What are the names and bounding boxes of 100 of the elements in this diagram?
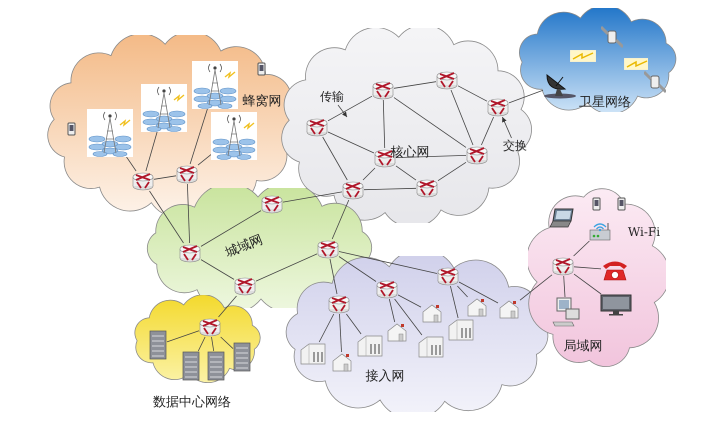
network-link [394, 97, 466, 148]
network-link [396, 166, 416, 180]
router-icon [328, 294, 350, 314]
router-icon [179, 243, 201, 263]
server-rack-icon [182, 351, 200, 381]
network-link [574, 266, 602, 270]
router-icon [466, 145, 488, 165]
network-label: 蜂窝网 [242, 93, 282, 110]
network-link [200, 259, 234, 280]
network-link [187, 184, 190, 244]
network-link [563, 276, 566, 298]
network-link [328, 132, 374, 154]
server-rack-icon [233, 342, 251, 372]
router-icon [372, 80, 394, 100]
server-rack-icon [207, 351, 225, 381]
network-label: 核心网 [390, 144, 430, 161]
server-rack-icon [149, 330, 167, 360]
network-link [200, 210, 262, 247]
network-link [364, 188, 416, 190]
network-link [256, 254, 318, 282]
building-icon [299, 342, 327, 366]
callout-label: 交换 [503, 138, 527, 154]
building-icon [356, 334, 384, 358]
base-station-icon [141, 84, 187, 132]
network-link [328, 96, 372, 122]
network-link [211, 336, 214, 352]
network-label: 城域网 [222, 231, 266, 262]
network-link [166, 330, 200, 342]
building-icon [417, 335, 445, 359]
network-link [457, 286, 468, 298]
network-link [458, 282, 498, 304]
router-icon [261, 194, 283, 214]
arrow [338, 104, 348, 118]
network-link [450, 90, 474, 146]
network-link [394, 81, 436, 89]
base-station-icon [87, 109, 133, 157]
network-link [332, 200, 350, 240]
network-link [198, 336, 206, 352]
laptop-icon [549, 208, 575, 228]
network-link [520, 274, 552, 301]
network-link [481, 116, 494, 146]
network-link [154, 175, 176, 180]
network-link [398, 294, 422, 308]
network-link [126, 156, 136, 172]
router-icon [306, 117, 328, 137]
router-icon [437, 266, 459, 286]
house-icon [421, 303, 443, 323]
network-link [149, 190, 184, 244]
network-link [458, 85, 488, 102]
router-icon [487, 97, 509, 117]
house-icon [498, 299, 520, 319]
network-link [330, 258, 338, 294]
router-icon [436, 70, 458, 90]
base-station-icon [211, 112, 257, 160]
network-label: 局域网 [564, 338, 602, 355]
network-link [346, 314, 362, 334]
house-icon [386, 322, 408, 342]
network-link [146, 132, 158, 172]
network-link [282, 192, 342, 202]
network-link [338, 256, 376, 282]
network-link [220, 336, 234, 349]
network-link [450, 286, 458, 318]
network-link [318, 314, 334, 342]
network-link [438, 162, 466, 182]
router-icon [416, 178, 438, 198]
network-link [388, 298, 396, 322]
router-icon [234, 276, 256, 296]
telephone-icon [601, 259, 629, 281]
network-link [396, 155, 466, 158]
network-link [508, 90, 544, 104]
network-link [574, 274, 602, 294]
network-link [573, 240, 590, 256]
wifi-label: Wi-Fi [628, 225, 660, 239]
network-link [362, 168, 376, 180]
network-link [339, 314, 342, 352]
network-label: 数据中心网络 [153, 394, 231, 411]
network-link [322, 136, 348, 180]
network-label: 接入网 [366, 368, 404, 385]
building-icon [447, 318, 475, 342]
router-icon [317, 239, 339, 259]
network-link [382, 100, 386, 148]
base-station-icon [192, 61, 238, 109]
network-link [338, 251, 438, 274]
callout-label: 传输 [320, 88, 344, 106]
network-link [218, 296, 237, 318]
router-icon [132, 171, 154, 191]
network-link [190, 108, 208, 164]
router-icon [342, 180, 364, 200]
router-icon [552, 256, 574, 276]
router-icon [199, 317, 221, 337]
house-icon [331, 352, 353, 372]
desktop-computer-icon [552, 297, 580, 327]
wifi-router-icon [589, 221, 611, 241]
house-icon [466, 297, 488, 317]
monitor-icon [600, 294, 632, 316]
network-link [198, 154, 212, 166]
arrow [502, 116, 512, 138]
router-icon [376, 279, 398, 299]
network-label: 卫星网络 [579, 94, 631, 111]
router-icon [176, 164, 198, 184]
